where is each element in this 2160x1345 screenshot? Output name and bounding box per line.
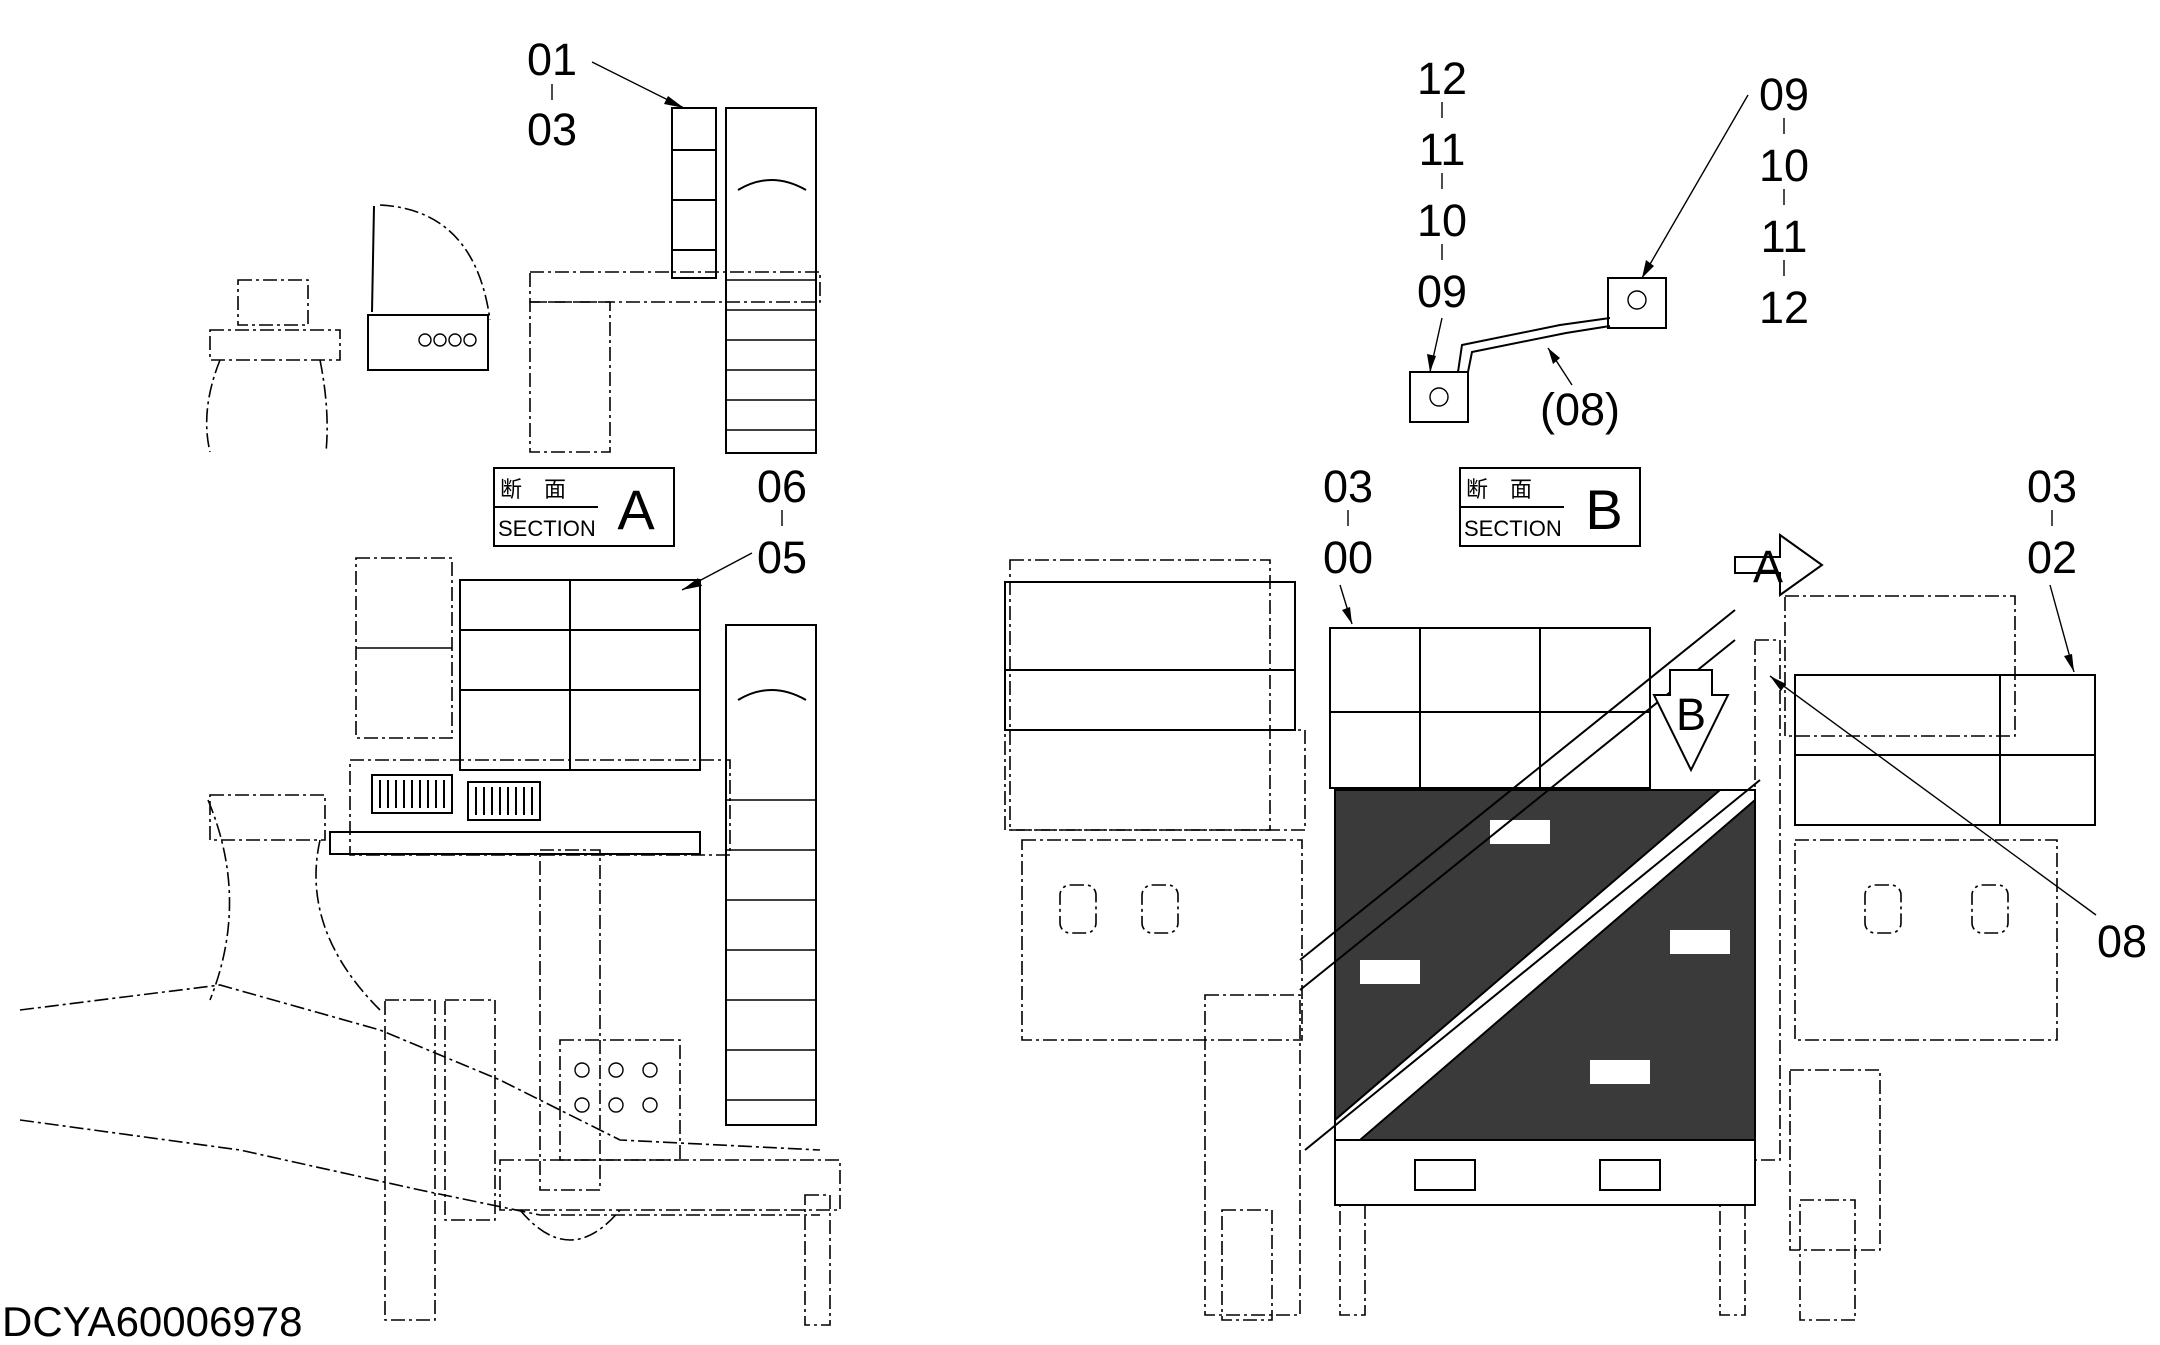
front-view: A B 03 00 03 02 08 [1004, 461, 2147, 1321]
top-left-detail-view: 01 03 [205, 34, 821, 454]
callout-12-left: 12 [1417, 53, 1467, 104]
bracket-detail: 12 11 10 09 09 10 11 12 (08) [1409, 53, 1809, 435]
callout-09-left: 09 [1417, 266, 1467, 317]
callout-03: 03 [527, 104, 577, 155]
callout-06: 06 [757, 461, 807, 512]
callout-01: 01 [527, 34, 577, 85]
section-b-letter: B [1585, 478, 1622, 541]
callout-03-center: 03 [1323, 461, 1373, 512]
section-a-view: 06 05 [19, 461, 841, 1326]
section-a-letter: A [617, 478, 655, 541]
section-b-en: SECTION [1464, 516, 1562, 541]
callout-09-right: 09 [1759, 69, 1809, 120]
section-a-en: SECTION [498, 516, 596, 541]
callout-03-right: 03 [2027, 461, 2077, 512]
view-arrow-a: A [1753, 541, 1783, 592]
callout-11-left: 11 [1419, 124, 1466, 175]
callout-02: 02 [2027, 532, 2077, 583]
view-arrow-b: B [1676, 689, 1706, 740]
callout-10-left: 10 [1417, 195, 1467, 246]
callout-10-right: 10 [1759, 140, 1809, 191]
callout-08-ref: (08) [1540, 384, 1620, 435]
section-a-jp: 断 面 [500, 477, 566, 502]
callout-12-right: 12 [1759, 282, 1809, 333]
section-b-jp: 断 面 [1466, 477, 1532, 502]
section-b-label: 断 面 SECTION B [1459, 467, 1641, 547]
callout-05: 05 [757, 532, 807, 583]
section-a-label: 断 面 SECTION A [493, 467, 675, 547]
callout-08: 08 [2097, 916, 2147, 967]
drawing-id: DCYA60006978 [2, 1298, 302, 1345]
callout-00: 00 [1323, 532, 1373, 583]
grating-panel [1334, 789, 1756, 1141]
callout-11-right: 11 [1761, 211, 1808, 262]
